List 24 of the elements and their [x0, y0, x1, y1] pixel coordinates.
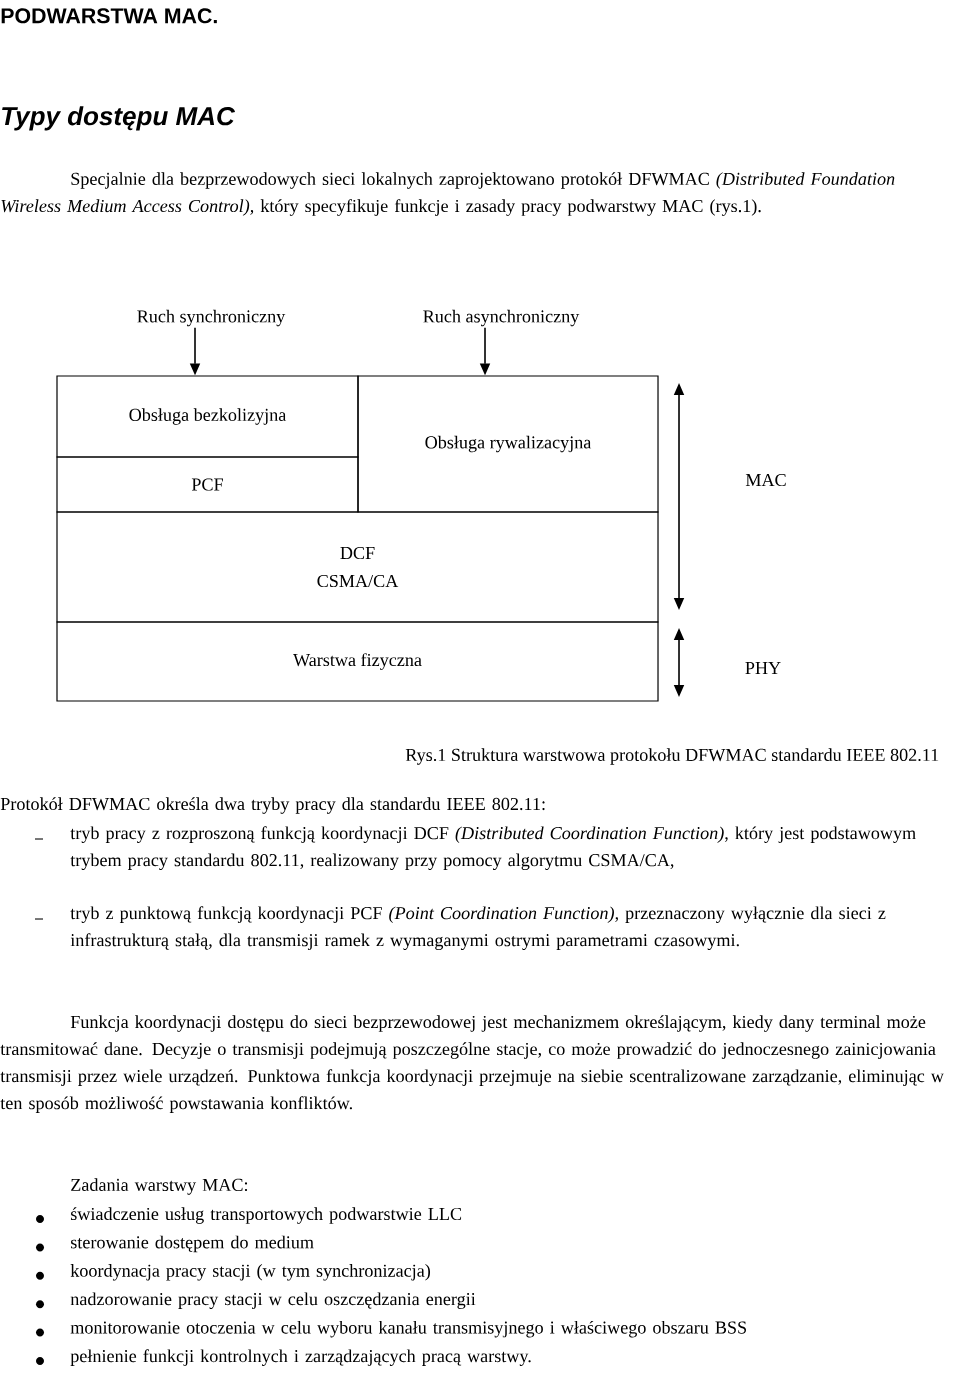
list-item: świadczenie usług transportowych podwarstwie LLC [71, 1207, 462, 1224]
paragraph: Protokół DFWMAC określa dwa tryby pracy dla standardu IEEE 802.11: [0, 797, 545, 814]
list-item: monitorowanie otoczenia w celu wyboru kanału transmisyjnego i właściwego obszaru BSS [70, 1320, 746, 1338]
layer-label: PHY [745, 662, 781, 674]
list-item: tryb pracy z rozproszoną funkcją koordynacji DCF (Distributed Coordination Function), który jest podstawowym trybem pracy standardu 802.11, realizowany przy pomocy algorytmu CSMA/CA, [70, 826, 916, 870]
layer-box: PCF [56, 456, 359, 513]
page-title: PODWARSTWA MAC. [1, 8, 217, 24]
list-item: koordynacja pracy stacji (w tym synchronizacja) [70, 1264, 430, 1281]
list-item: tryb z punktową funkcją koordynacji PCF (Point Coordination Function), przeznaczony wyłącznie dla sieci z infrastrukturą stałą, dla transmisji ramek z wymaganymi ostrymi parametrami czasowymi. [70, 906, 886, 950]
paragraph: Funkcja koordynacji dostępu do sieci bezprzewodowej jest mechanizmem określającym, kiedy dany terminal może transmitować dane. Decyzje o transmisji podejmują poszczególne stacje, co może prowadzić do jednoczesnego zainicjowania transmisji przez wiele urządzeń. Punktowa funkcja koordynacji przejmuje na siebie scentralizowane zarządzanie, eliminując w ten sposób możliwość powstawania konfliktów. [0, 1015, 944, 1113]
layer-box: Obsługa bezkolizyjna [56, 375, 359, 458]
layer-box: Warstwa fizyczna [56, 621, 659, 702]
section-heading: Typy dostępu MAC [2, 106, 236, 131]
list-item: nadzorowanie pracy stacji w celu oszczędzania energii [70, 1292, 476, 1309]
layer-label: MAC [745, 473, 786, 487]
layer-box: Obsługa rywalizacyjna [357, 375, 659, 513]
paragraph: Specjalnie dla bezprzewodowych sieci lokalnych zaprojektowano protokół DFWMAC (Distributed Foundation Wireless Medium Access Control), który specyfikuje funkcje i zasady pracy podwarstwy MAC (rys.1). [1, 172, 895, 216]
figure-caption: Rys.1 Struktura warstwowa protokołu DFWMAC standardu IEEE 802.11 [405, 748, 939, 765]
list-item: sterowanie dostępem do medium [71, 1235, 314, 1253]
layer-box: DCF CSMA/CA [56, 511, 659, 623]
paragraph: Zadania warstwy MAC: [71, 1178, 248, 1195]
traffic-label: Ruch synchroniczny [137, 309, 286, 327]
traffic-label: Ruch asynchroniczny [423, 309, 580, 327]
list-item: pełnienie funkcji kontrolnych i zarządzających pracą warstwy. [70, 1349, 531, 1366]
